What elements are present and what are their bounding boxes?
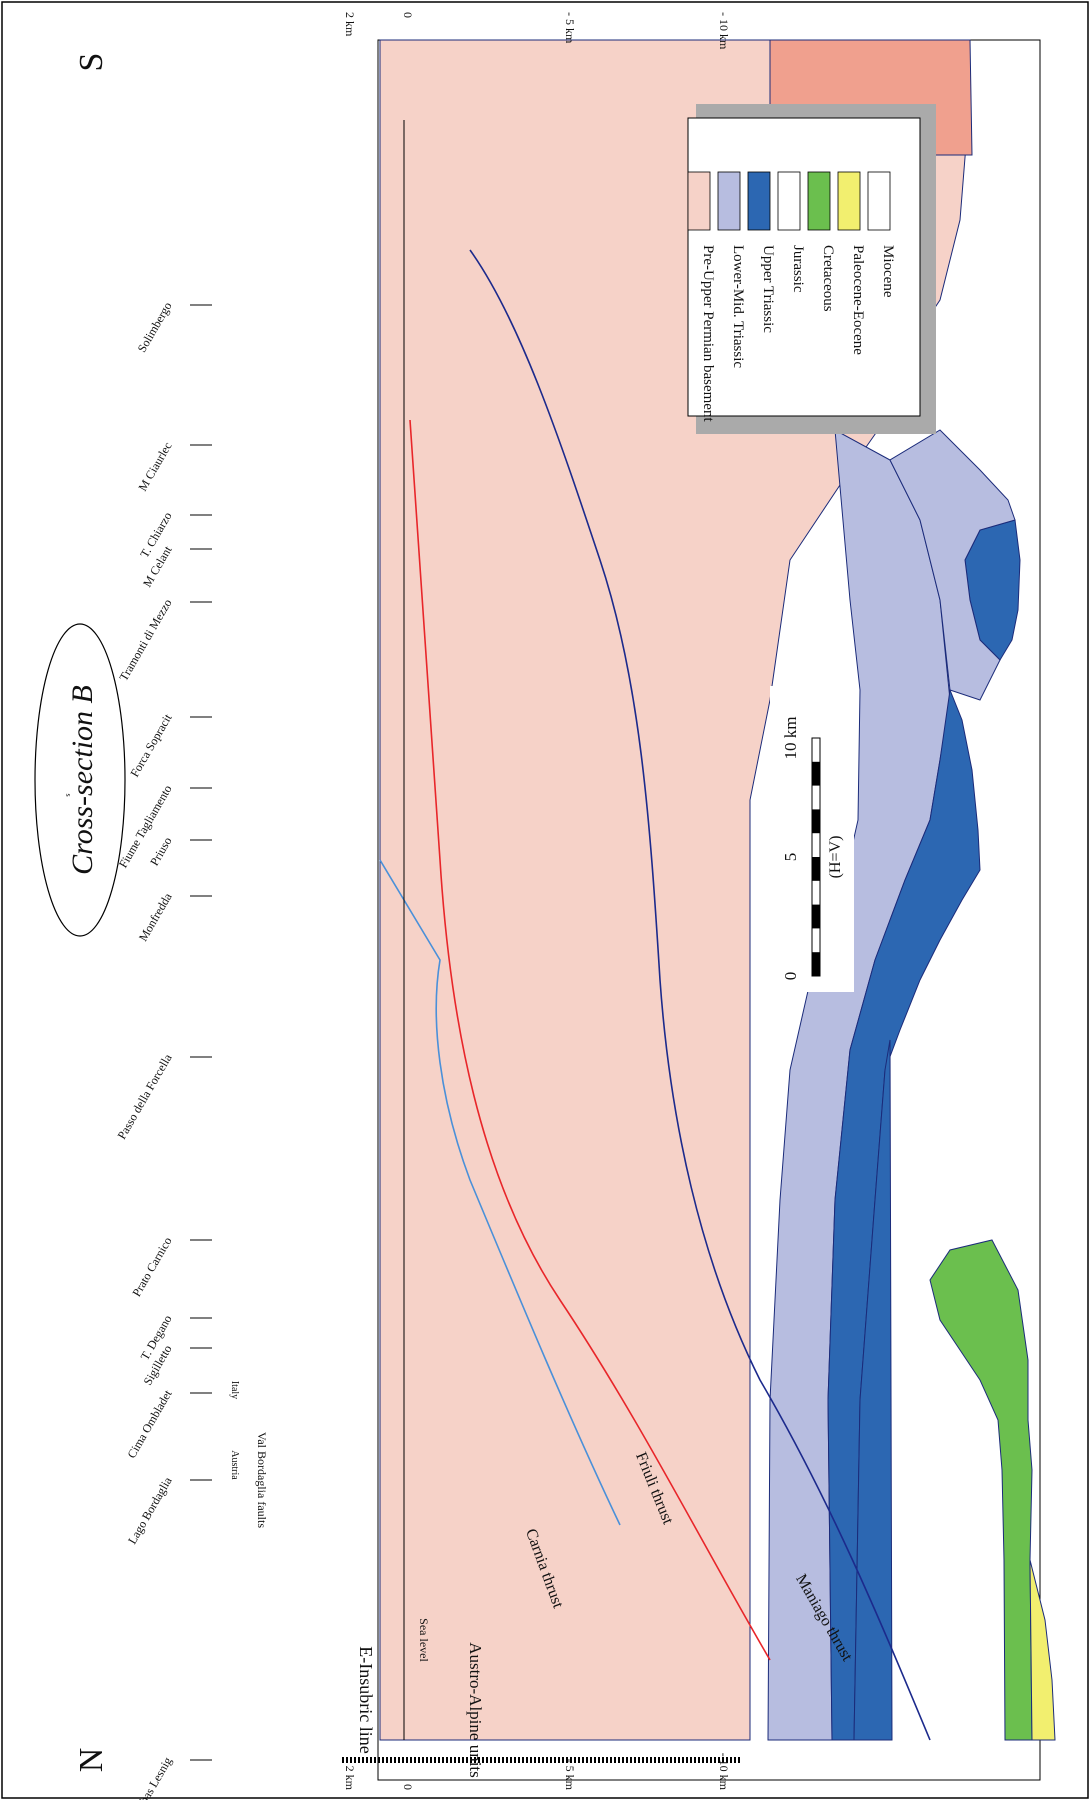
- sea-level-label: Sea level: [417, 1618, 431, 1662]
- depth-label-left: - 10 km: [717, 1753, 731, 1791]
- legend-swatch: [838, 172, 860, 230]
- depth-label-right: - 5 km: [563, 12, 577, 44]
- direction-south: S: [73, 53, 110, 72]
- legend-swatch: [778, 172, 800, 230]
- scale-segment: [812, 952, 820, 976]
- scale-note: (H=V): [827, 836, 844, 879]
- legend-label: Pre-Upper Permian basement: [700, 245, 716, 422]
- legend-label: Jurassic: [790, 245, 806, 293]
- val-bordaglia-label: Val Bordaglia faults: [255, 1432, 269, 1528]
- austria-label: Austria: [229, 1450, 240, 1480]
- legend-swatch: [718, 172, 740, 230]
- scale-tick-label: 0: [781, 972, 800, 981]
- page-mark: s: [64, 793, 73, 796]
- legend-label: Paleocene-Eocene: [850, 245, 866, 355]
- legend-swatch: [748, 172, 770, 230]
- legend-label: Upper Triassic: [760, 245, 776, 333]
- direction-north: N: [73, 1748, 110, 1773]
- legend: Miocene Paleocene-Eocene Cretaceous Jurassi…: [688, 104, 936, 434]
- legend-swatch: [868, 172, 890, 230]
- scale-tick-label: 10 km: [781, 717, 800, 760]
- italy-label: Italy: [229, 1381, 240, 1399]
- scale-segment: [812, 809, 820, 833]
- section-title: Cross-section B: [66, 685, 99, 875]
- depth-label-right: - 10 km: [717, 12, 731, 50]
- depth-label-left: - 5 km: [563, 1759, 577, 1791]
- e-insubric-label: E-Insubric line: [356, 1646, 376, 1753]
- depth-label-right: 0: [401, 12, 415, 18]
- austro-alpine-label: Austro-Alpine units: [466, 1642, 485, 1778]
- scale-segment: [812, 857, 820, 881]
- scale-bar: 0 5 10 km (H=V): [770, 686, 854, 992]
- title-block: Cross-section B: [35, 624, 125, 936]
- scale-segment: [812, 762, 820, 786]
- legend-swatch: [688, 172, 710, 230]
- legend-label: Cretaceous: [820, 245, 836, 312]
- depth-label-right: 2 km: [343, 12, 357, 37]
- depth-label-left: 2 km: [343, 1766, 357, 1791]
- scale-segment: [812, 905, 820, 929]
- scale-tick-label: 5: [781, 853, 800, 862]
- legend-label: Lower-Mid. Triassic: [730, 245, 746, 368]
- depth-label-left: 0: [401, 1784, 415, 1790]
- legend-swatch: [808, 172, 830, 230]
- legend-label: Miocene: [880, 245, 896, 298]
